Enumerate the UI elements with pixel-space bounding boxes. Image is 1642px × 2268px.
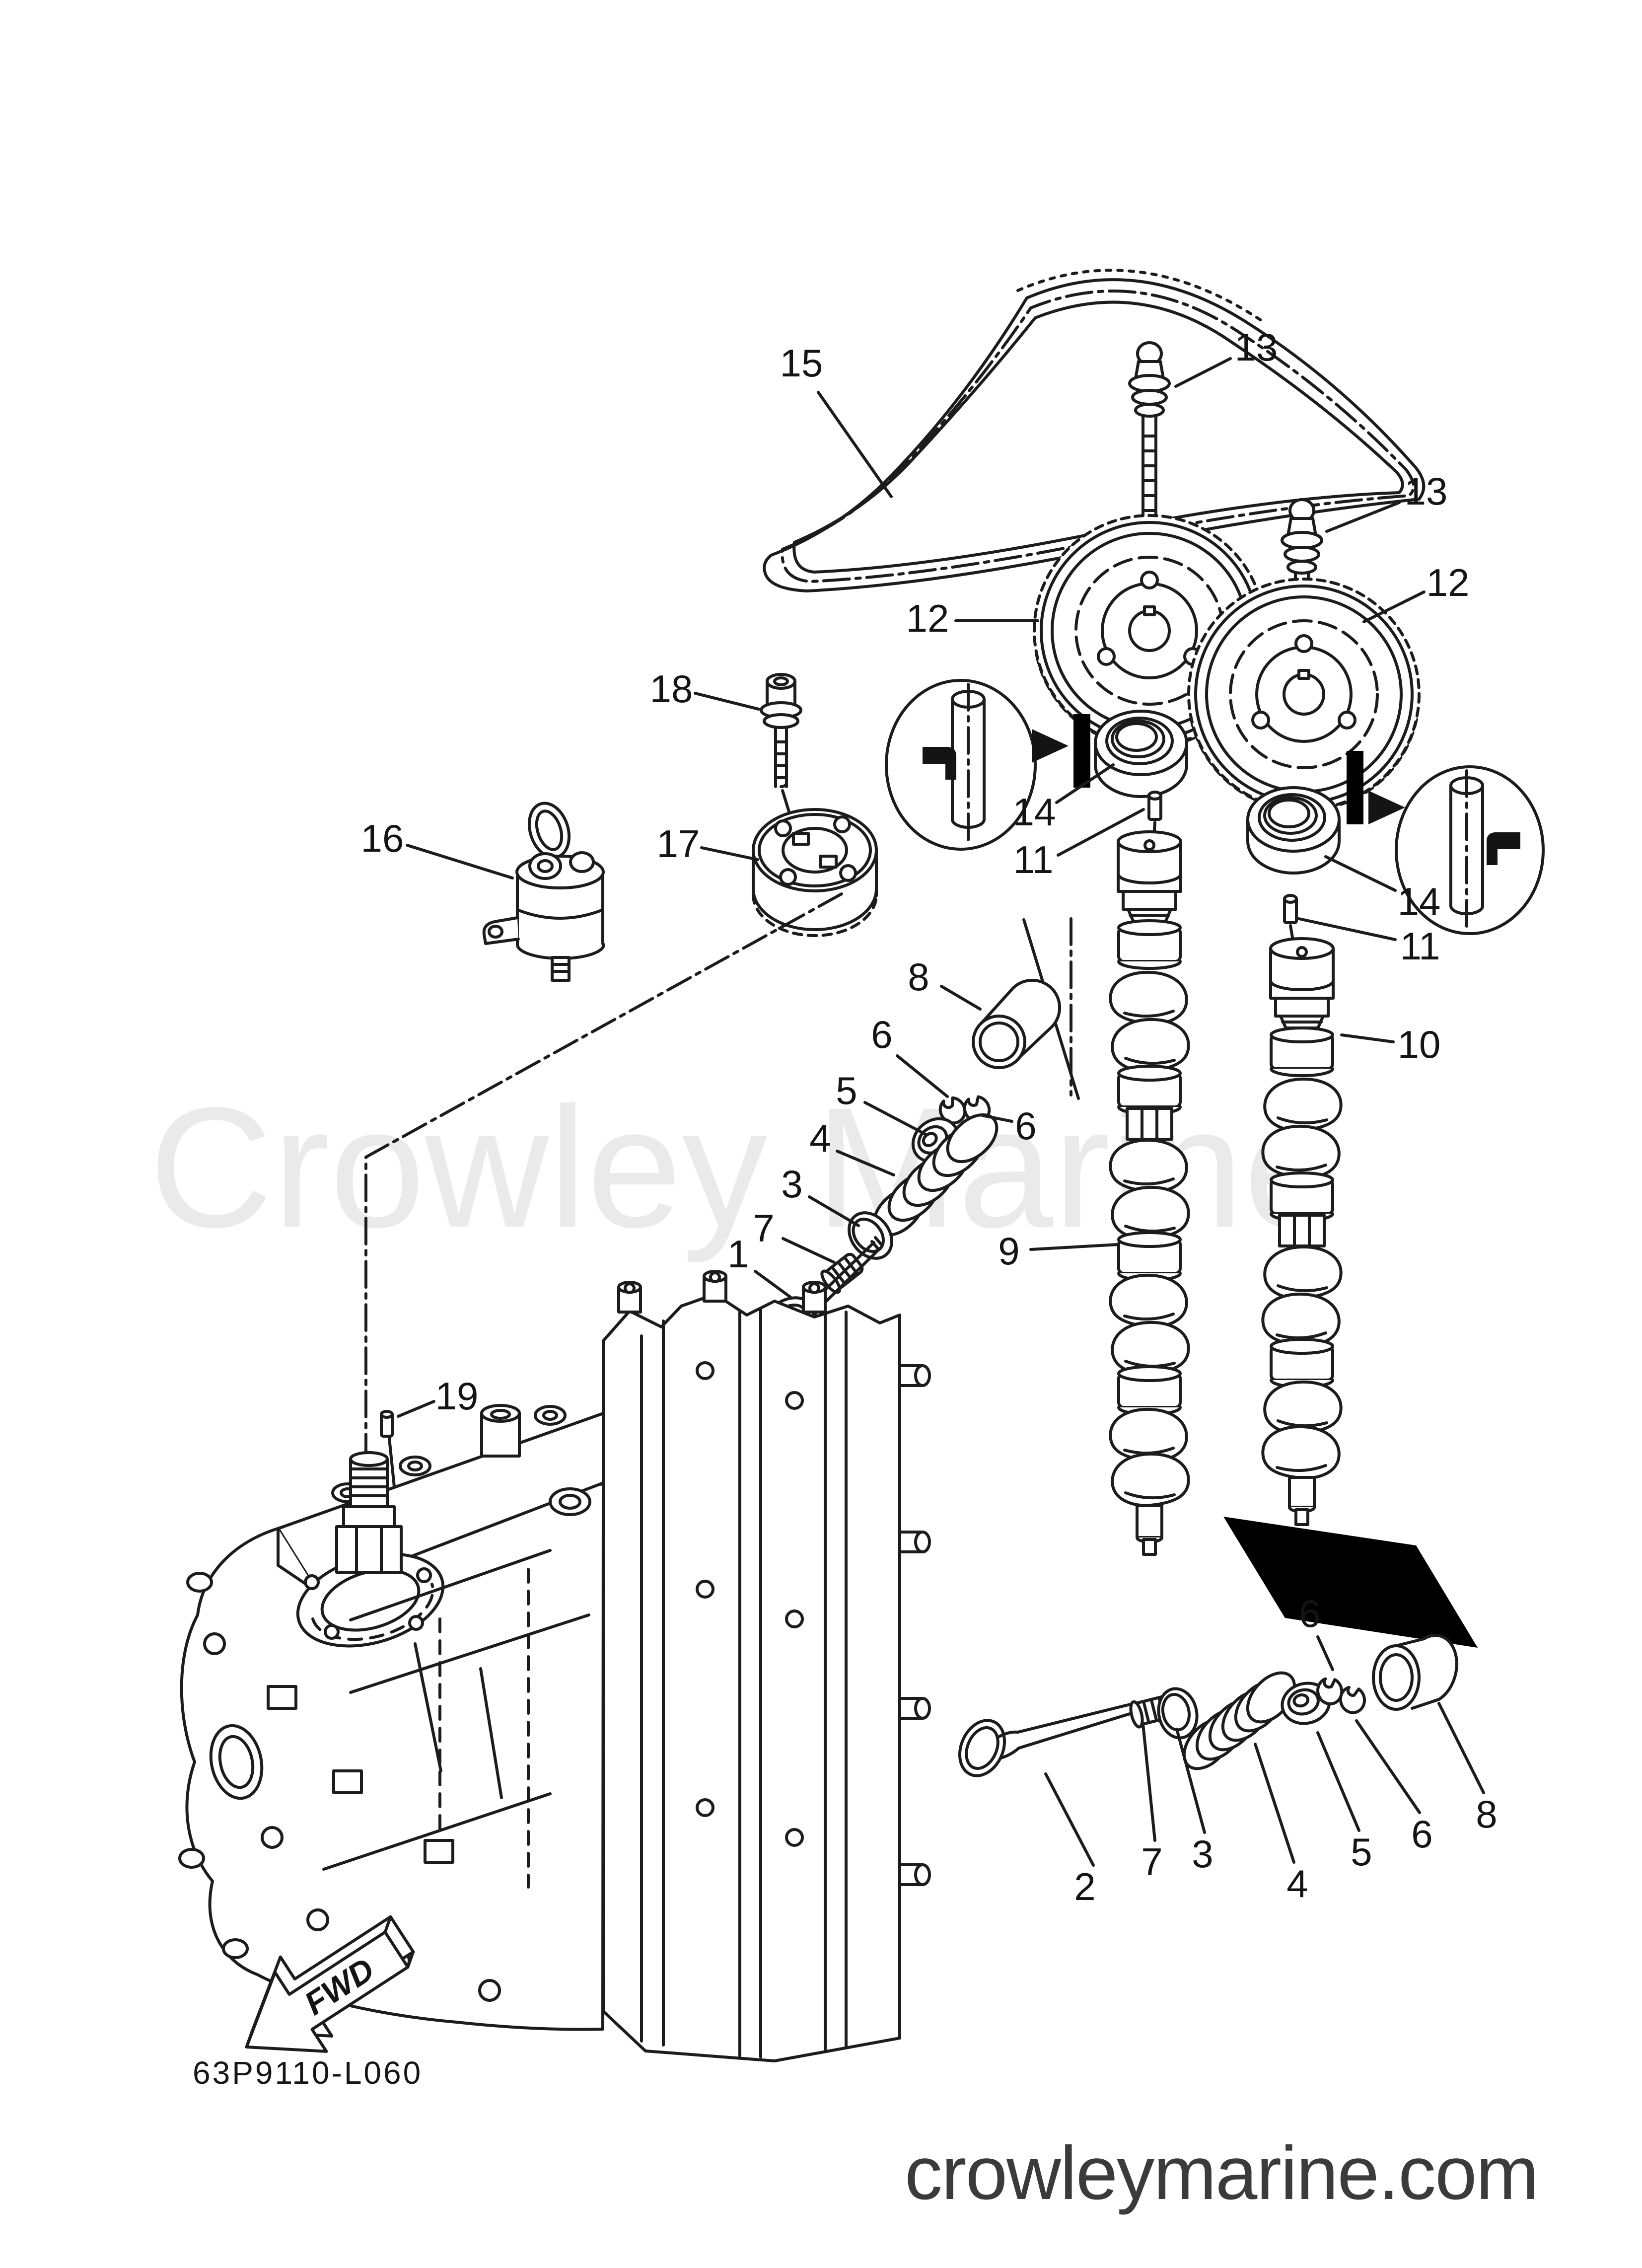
callout-7-lower: 7 <box>1141 1840 1162 1884</box>
callout-6-lower-b: 6 <box>1411 1812 1432 1856</box>
leader-lines <box>397 357 1485 1867</box>
callout-12-right: 12 <box>1427 561 1470 604</box>
callout-4-lower: 4 <box>1286 1862 1308 1905</box>
callout-2: 2 <box>1074 1865 1095 1908</box>
crankcase <box>180 1482 605 2031</box>
timing-belt <box>763 269 1426 592</box>
fwd-arrow-face <box>245 1930 410 2053</box>
belt-outer-edge <box>763 278 1426 592</box>
belt-teeth <box>1016 269 1263 322</box>
seal-detail-left <box>885 679 1090 851</box>
cam-sprocket-right <box>1187 578 1421 812</box>
seal-cross-section-icon <box>923 747 956 780</box>
detail-circle <box>1395 765 1545 935</box>
callout-11-right: 11 <box>1400 924 1440 968</box>
bracket-icon <box>1347 751 1363 824</box>
detail-arrow-icon <box>1368 791 1405 824</box>
cylinder-bank <box>602 1293 901 2062</box>
callout-3-upper: 3 <box>781 1162 802 1206</box>
footer-url: crowleymarine.com <box>905 2131 1538 2215</box>
callout-3-lower: 3 <box>1192 1832 1213 1876</box>
seal-detail-right <box>1347 751 1545 935</box>
callout-7-upper: 7 <box>753 1206 774 1250</box>
callout-4-upper: 4 <box>809 1116 831 1160</box>
callout-14-left: 14 <box>1013 790 1056 834</box>
callout-8-lower: 8 <box>1476 1792 1497 1836</box>
callout-5-lower: 5 <box>1351 1830 1372 1874</box>
callout-18: 18 <box>650 667 693 711</box>
crankshaft-nose <box>296 1451 445 1648</box>
callout-13-top: 13 <box>1235 325 1278 369</box>
callout-9: 9 <box>998 1229 1019 1273</box>
callout-13-right: 13 <box>1405 469 1448 513</box>
callout-6-upper-a: 6 <box>871 1013 892 1056</box>
callout-6-upper-b: 6 <box>1015 1104 1036 1148</box>
driven-sprocket-17 <box>752 808 878 937</box>
callout-6-lower-a: 6 <box>1299 1592 1320 1635</box>
sprocket-17-teeth <box>752 893 878 937</box>
callout-19: 19 <box>435 1374 479 1418</box>
callout-15: 15 <box>780 341 823 385</box>
detail-circle <box>885 679 1037 851</box>
valve-group-lower <box>958 1517 1478 1783</box>
callout-16: 16 <box>361 816 404 860</box>
callout-17: 17 <box>657 822 700 866</box>
drawing-code: 63P9110-L060 <box>193 2055 423 2091</box>
seal-cross-section-icon <box>1487 832 1520 865</box>
callout-1: 1 <box>727 1232 749 1276</box>
callout-11-left: 11 <box>1013 838 1054 881</box>
callout-14-right: 14 <box>1398 879 1441 923</box>
valve-lifter-8-upper <box>972 978 1062 1069</box>
bracket-icon <box>1073 714 1090 788</box>
detail-arrow-icon <box>1032 729 1069 763</box>
camshaft-10 <box>1263 937 1341 1526</box>
oil-seal-right <box>1246 786 1341 875</box>
camshaft-9 <box>1110 830 1188 1556</box>
oil-seal-left <box>1094 710 1188 798</box>
section-plane <box>1223 1517 1478 1648</box>
callout-10: 10 <box>1398 1023 1441 1066</box>
engine-block <box>178 1270 931 2062</box>
callout-labels: 15 13 13 12 12 18 17 16 14 11 14 11 8 6 … <box>361 325 1498 1908</box>
callout-8-upper: 8 <box>908 955 929 999</box>
callout-5-upper: 5 <box>836 1069 857 1112</box>
valve-2 <box>958 1701 1142 1777</box>
valve-lifter-8-lower <box>1372 1634 1458 1711</box>
callout-12-left: 12 <box>906 596 949 640</box>
belt-tensioner-16 <box>482 802 605 982</box>
belt-centerline <box>781 290 1415 583</box>
belt-inner-edge <box>792 300 1404 574</box>
